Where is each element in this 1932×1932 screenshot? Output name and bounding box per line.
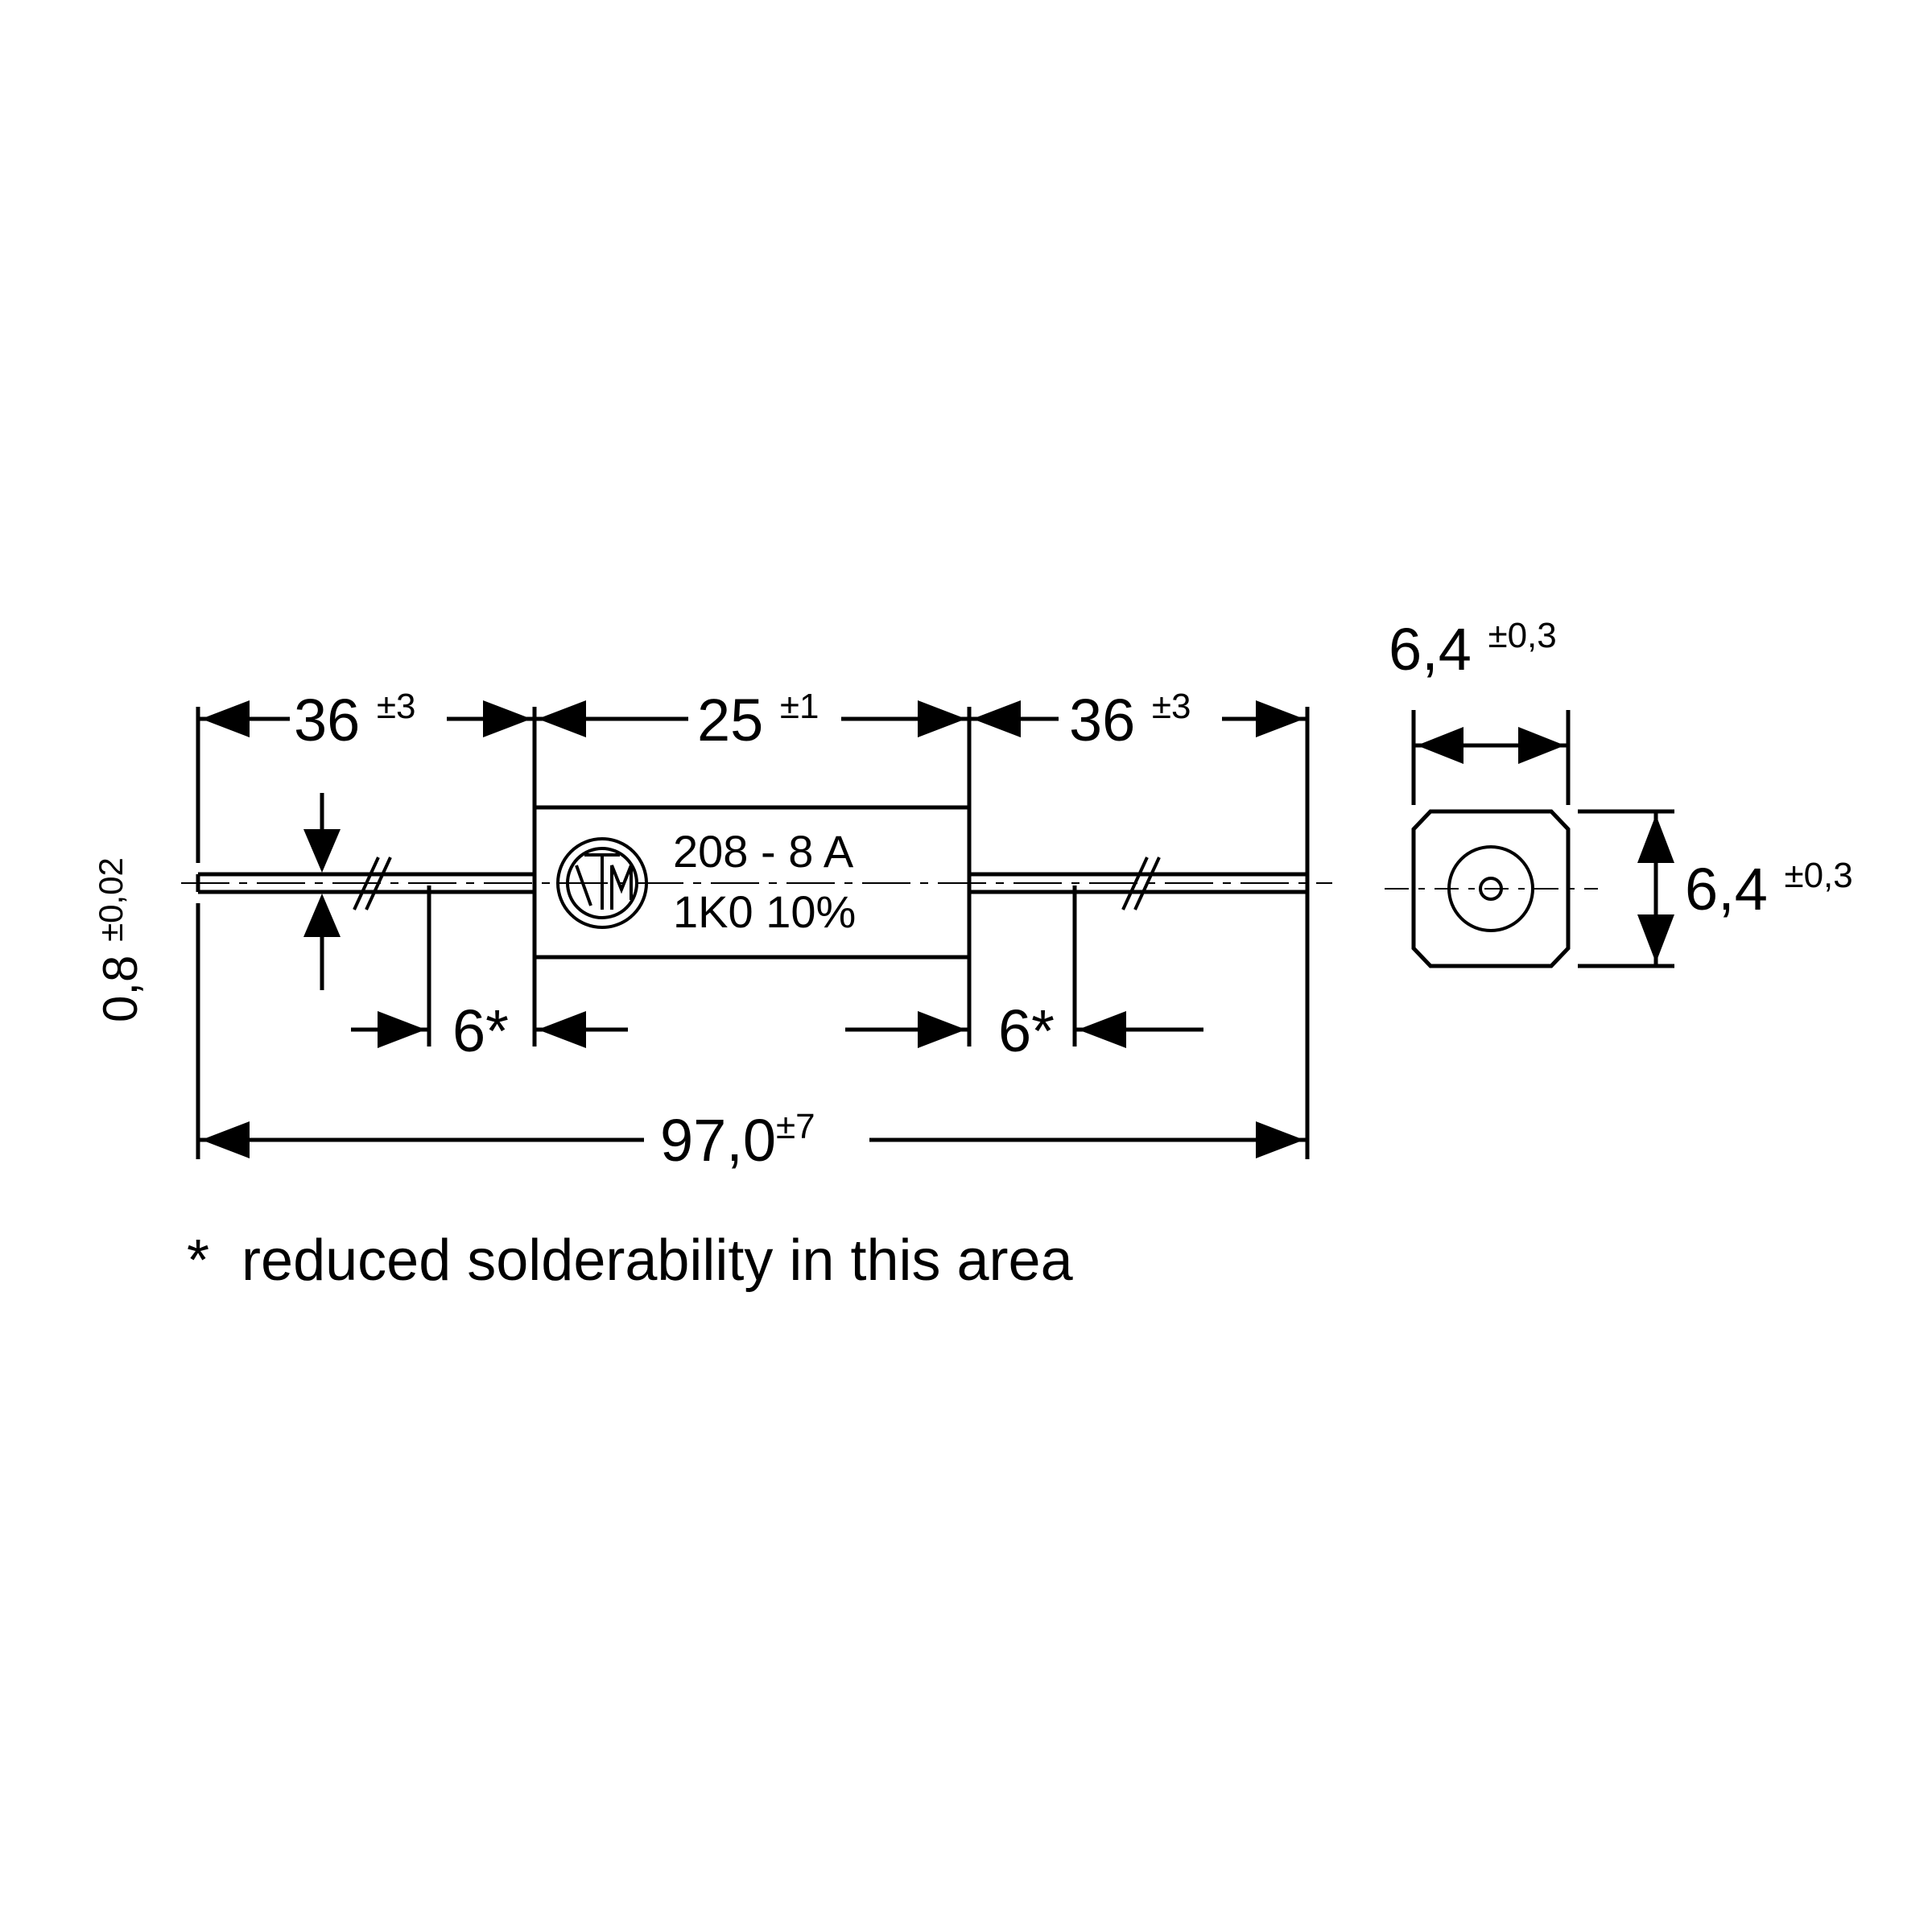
dim-lead-diameter: 0,8 ±0,02 (92, 857, 147, 1022)
dim-end-width: 6,4 ±0,3 (1389, 616, 1557, 683)
dim-end-height: 6,4 ±0,3 (1685, 856, 1853, 923)
dim-body-length: 25 ±1 (697, 687, 819, 753)
dim-lead-left: 36 ±3 (294, 687, 416, 753)
marking-line-1: 208 - 8 A (673, 826, 854, 877)
marking-line-2: 1K0 10% (673, 886, 857, 937)
dim-total-length: 97,0±7 (660, 1107, 815, 1174)
dim-solder-right: 6* (998, 997, 1055, 1064)
vtm-logo (556, 837, 648, 929)
dim-solder-left: 6* (452, 997, 509, 1064)
end-view-square (1411, 809, 1571, 968)
footnote: * reduced solderability in this area (187, 1228, 1073, 1293)
dim-lead-right: 36 ±3 (1069, 687, 1191, 753)
